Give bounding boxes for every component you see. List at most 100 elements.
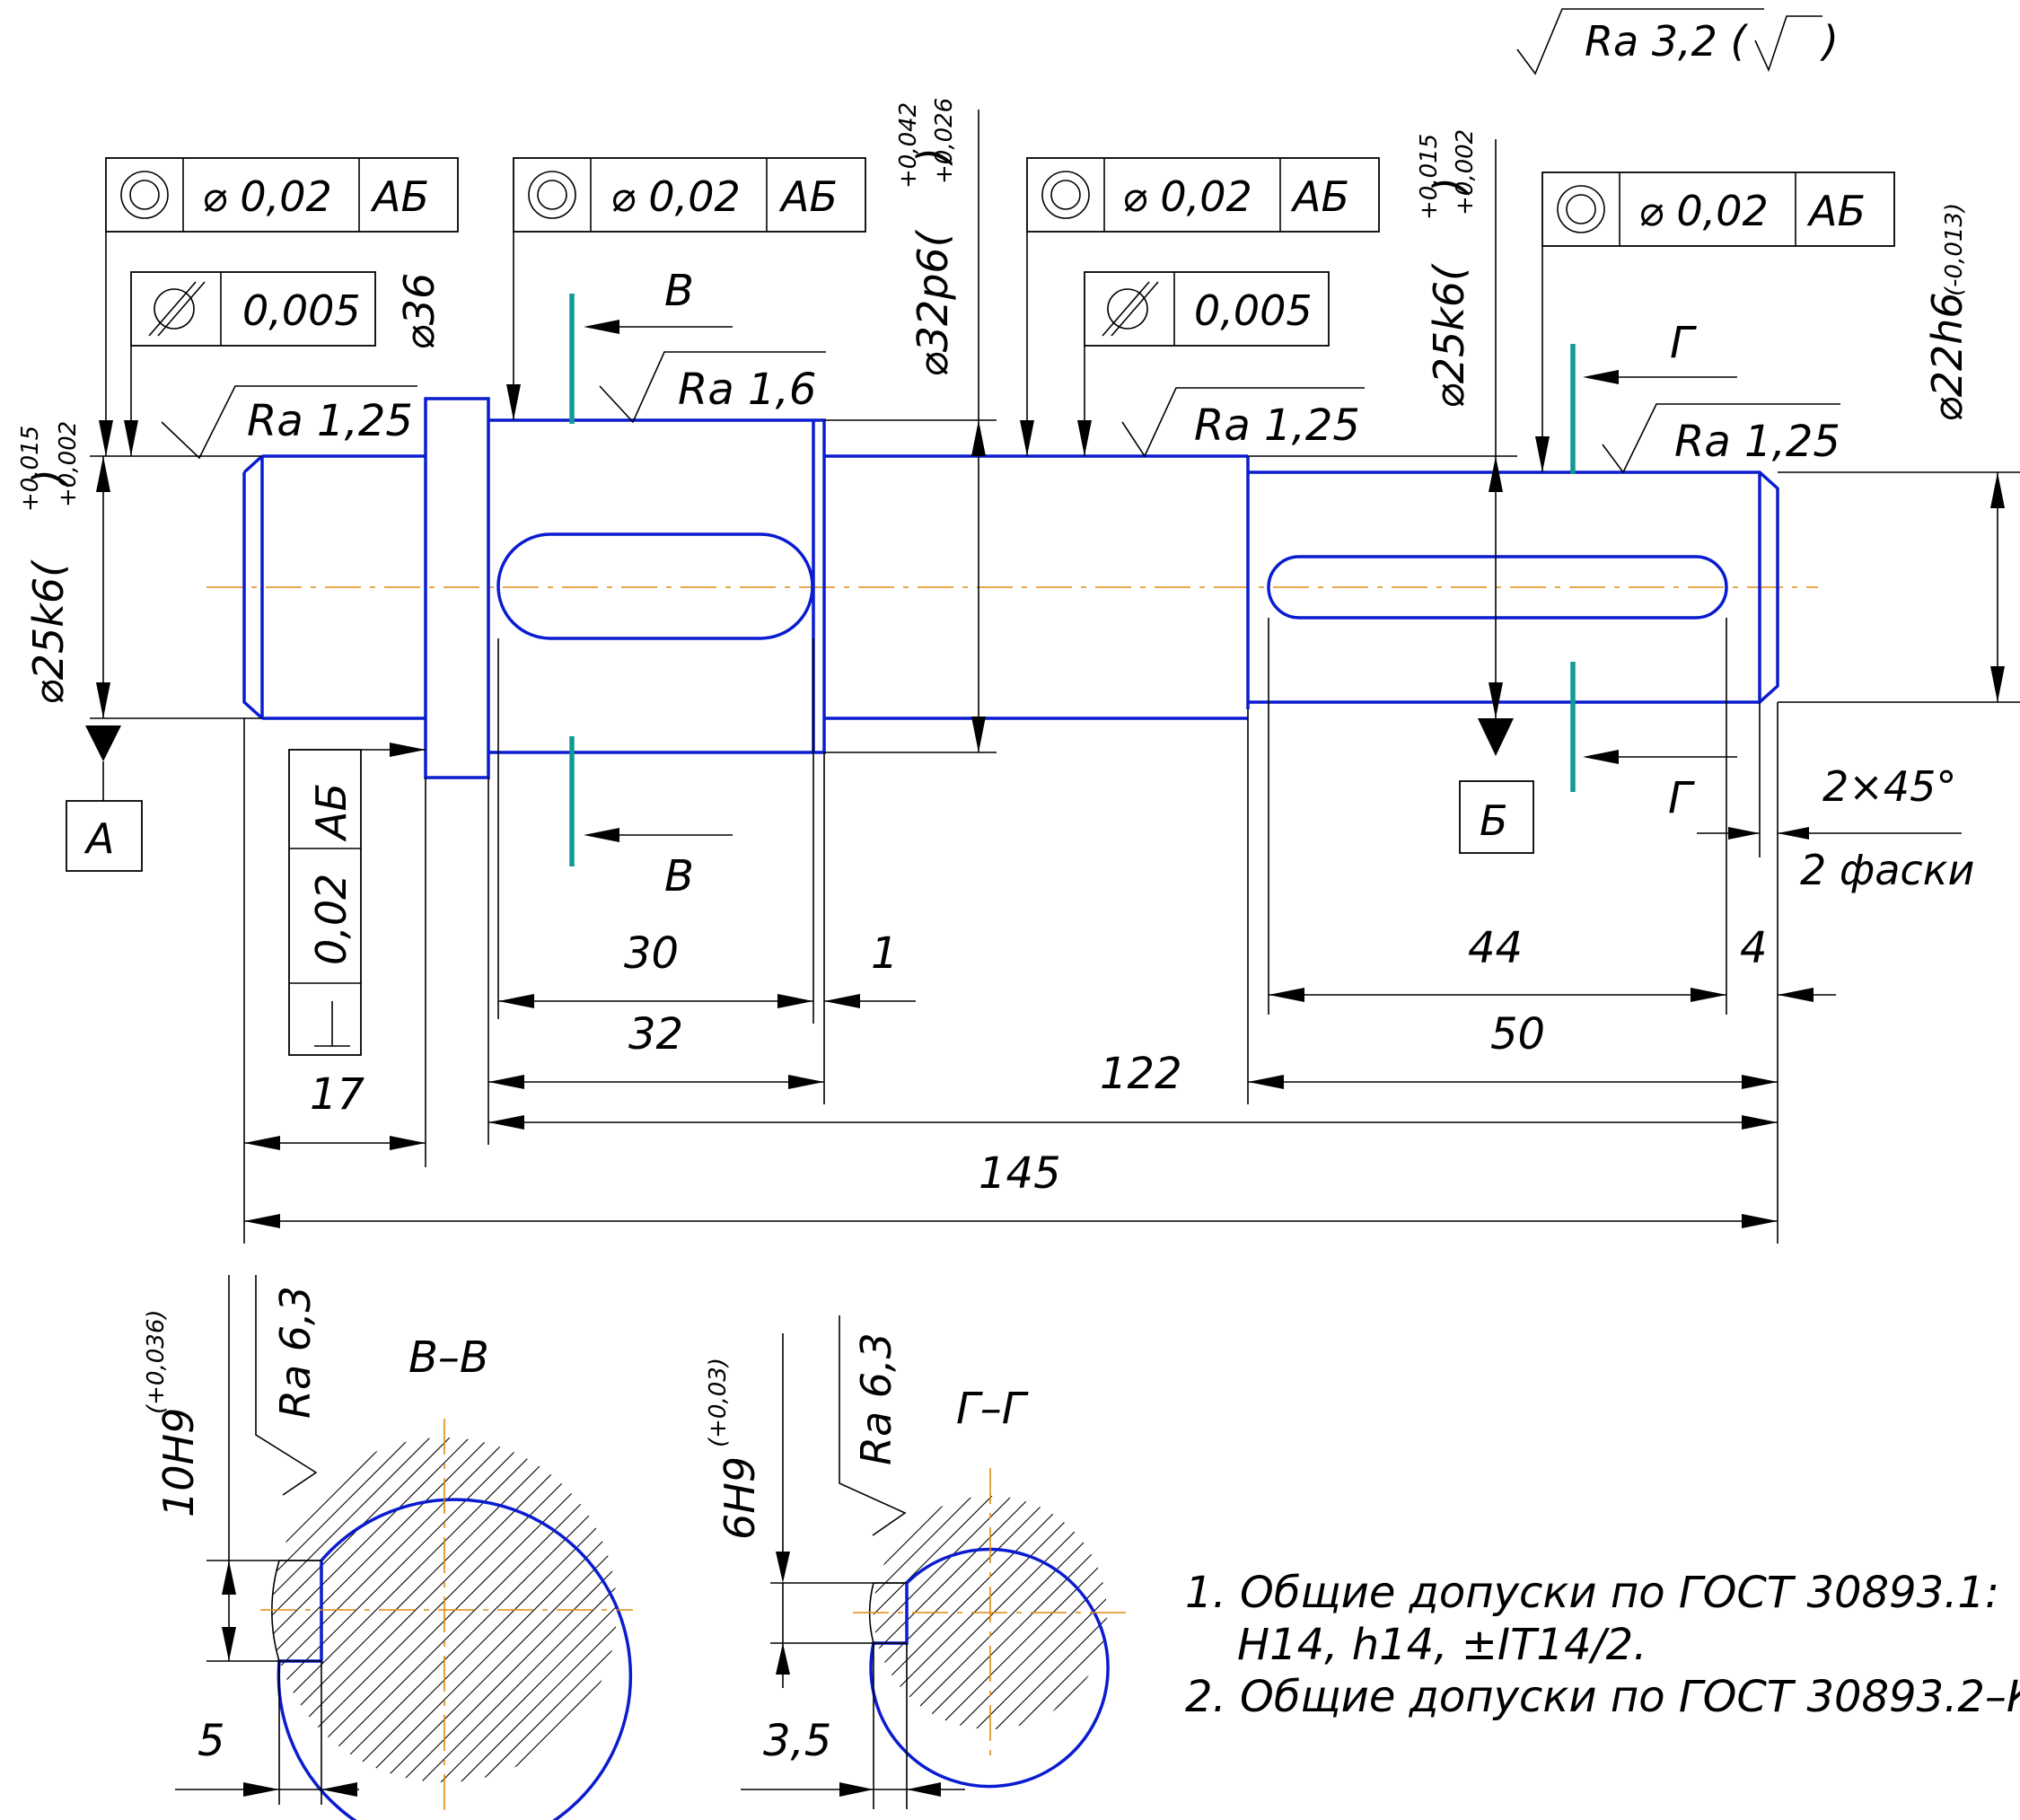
d25-right-close: ): [1425, 177, 1473, 196]
dim-32: 32: [628, 1009, 683, 1059]
section-g-bottom: Г: [1668, 773, 1695, 823]
note-1: 1. Общие допуски по ГОСТ 30893.1:: [1185, 1568, 1999, 1618]
runout-datum-3: АБ: [1290, 172, 1349, 221]
hatch-line: [995, 1496, 1107, 1729]
d32-upper: +0,042: [895, 102, 922, 189]
middle-tolerance-frames: ⌀ 0,02 АБ 0,005 Ra 1,25: [1020, 157, 1380, 458]
section-vv-title: В–В: [408, 1332, 489, 1383]
hatch-line: [272, 1438, 530, 1782]
d32-tolerance-frame: ⌀ 0,02 АБ Ra 1,6 ⌀32p6( +0,042 +0,026 ): [506, 98, 997, 753]
cylindricity-icon: [154, 288, 195, 330]
ra63-gg: Ra 6,3: [852, 1332, 900, 1465]
d22-label: ⌀22h6: [1923, 292, 1972, 422]
runout-icon-4: [1557, 185, 1605, 233]
ra125-middle: Ra 1,25: [1194, 400, 1360, 451]
keyway-6h9: 6H9: [716, 1456, 764, 1540]
hatch-line: [440, 1438, 617, 1782]
hatch-line: [272, 1438, 549, 1782]
runout-value-3: ⌀ 0,02: [1122, 172, 1252, 221]
d36-label: ⌀36: [395, 273, 444, 350]
runout-datum-1: АБ: [370, 172, 429, 221]
keyway-6h9-tol: (+0,03): [705, 1358, 732, 1447]
hatch-line: [272, 1438, 293, 1782]
chamfer-callout: 2×45° 2 фаски: [1697, 702, 1974, 894]
hatch-line: [272, 1438, 470, 1782]
dim-4: 4: [1740, 923, 1768, 973]
note-2: 2. Общие допуски по ГОСТ 30893.2–К: [1185, 1672, 2020, 1722]
section-gg-title: Г–Г: [956, 1384, 1029, 1434]
dim-30: 30: [624, 928, 679, 979]
hatch-line: [874, 1496, 1013, 1729]
section-v-top: В: [664, 266, 694, 316]
keyway-10h9-tol: (+0,036): [143, 1309, 170, 1414]
linear-dimensions: 30 1 32 17 122 145 44 4: [243, 618, 1836, 1244]
chamfer-label: 2×45°: [1822, 762, 1956, 811]
dim-122: 122: [1100, 1049, 1182, 1099]
hatch-line: [381, 1438, 617, 1782]
d25-right-lower: +0,002: [1452, 129, 1479, 215]
cutting-planes: В В Г Г: [569, 266, 1737, 901]
ra125-left: Ra 1,25: [247, 396, 413, 446]
hatch-line: [272, 1438, 411, 1782]
hatch-line: [272, 1438, 391, 1782]
dim-1: 1: [871, 928, 899, 979]
d32-close: ): [909, 147, 957, 166]
runout-icon-2: [528, 171, 576, 219]
cylindricity-icon-2: [1107, 288, 1148, 330]
runout-icon: [120, 171, 169, 219]
section-v-bottom: В: [664, 851, 694, 901]
general-roughness-label: Ra 3,2 (: [1585, 17, 1749, 66]
hatch-line: [361, 1438, 617, 1782]
cylindricity-value-2: 0,005: [1194, 286, 1313, 335]
hatch-line: [479, 1438, 617, 1782]
hatch-line: [272, 1438, 431, 1782]
technical-notes: 1. Общие допуски по ГОСТ 30893.1: H14, h…: [1185, 1568, 2020, 1722]
dim-50: 50: [1490, 1009, 1545, 1059]
hatch-line: [321, 1438, 617, 1782]
ra16-label: Ra 1,6: [678, 365, 816, 415]
hatch-line: [955, 1496, 1107, 1729]
datum-a-label: А: [83, 814, 114, 863]
ra63-vv: Ra 6,3: [271, 1286, 320, 1419]
d25-left-close: ): [24, 469, 73, 488]
d32-label: ⌀32p6(: [909, 229, 957, 377]
dim-3-5: 3,5: [763, 1716, 831, 1766]
section-gg: Г–Г 6H9 (+0,03) Ra 6,3 3,5: [705, 1315, 1127, 1809]
runout-datum-2: АБ: [778, 172, 838, 221]
dim-145: 145: [979, 1148, 1061, 1199]
left-tolerance-frames: ⌀ 0,02 АБ 0,005 ⌀36 Ra 1,25: [99, 157, 459, 460]
ra125-right: Ra 1,25: [1674, 417, 1840, 467]
keyway-10h9: 10H9: [154, 1408, 203, 1517]
hatch-line: [1034, 1496, 1107, 1729]
datum-a-triangle: [85, 725, 121, 761]
perp-datum: АБ: [307, 783, 356, 842]
hatch-line: [874, 1496, 973, 1729]
perpendicularity-frame: 0,02 АБ: [288, 743, 426, 1056]
dim-5: 5: [198, 1716, 225, 1766]
hatch-line: [420, 1438, 617, 1782]
d32-lower: +0,026: [931, 98, 958, 184]
hatch-line: [272, 1438, 490, 1782]
runout-value-4: ⌀ 0,02: [1638, 187, 1769, 235]
d25-right-upper: +0,015: [1416, 134, 1443, 220]
hatch-line: [499, 1438, 617, 1782]
datum-b-triangle: [1478, 718, 1514, 756]
hatch-line: [1014, 1496, 1107, 1729]
d22-lower: (-0,013): [1941, 203, 1968, 296]
runout-icon-3: [1041, 171, 1090, 219]
perp-value: 0,02: [307, 874, 356, 965]
d25-left-lower: +0,002: [55, 421, 82, 507]
shaft-contour: [242, 397, 1779, 779]
runout-datum-4: АБ: [1806, 187, 1866, 235]
general-roughness-close: ): [1820, 17, 1839, 66]
runout-value-2: ⌀ 0,02: [610, 172, 741, 221]
section-g-top: Г: [1670, 318, 1697, 368]
d25-right-label: ⌀25k6(: [1425, 263, 1473, 409]
d25-left-upper: +0,015: [17, 426, 44, 512]
note-1-cont: H14, h14, ±IT14/2.: [1237, 1620, 1647, 1670]
d25-left-label: ⌀25k6(: [24, 559, 73, 705]
hatch-line: [460, 1438, 617, 1782]
chamfer-note: 2 фаски: [1800, 846, 1974, 894]
datum-b-label: Б: [1480, 796, 1508, 845]
